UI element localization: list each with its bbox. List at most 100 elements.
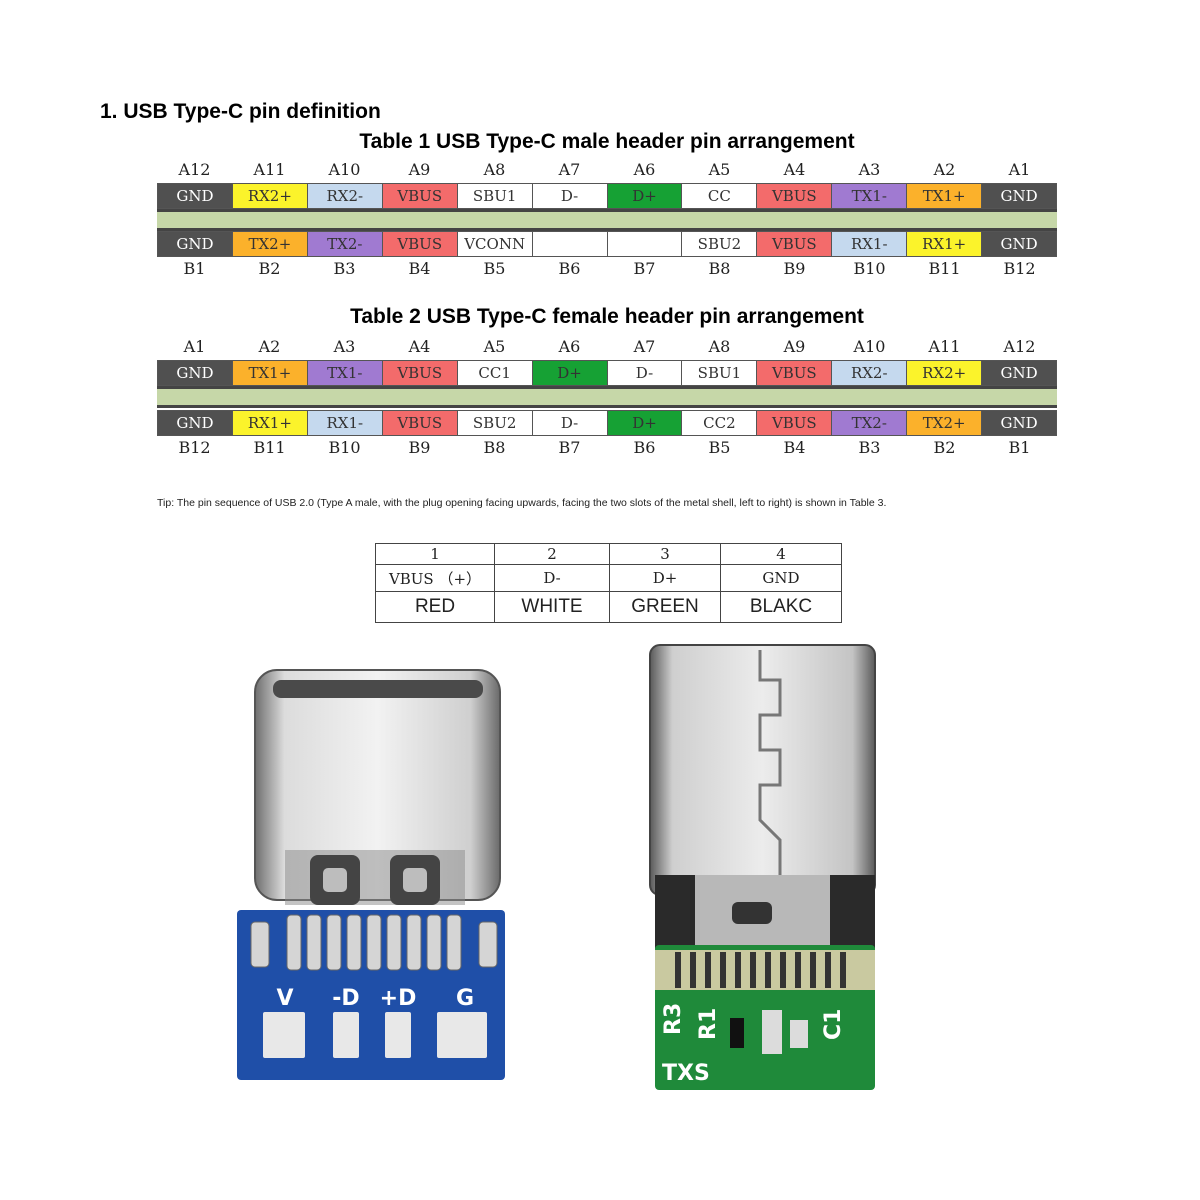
pin-cell <box>607 231 683 257</box>
pin-number-label: A5 <box>483 337 506 356</box>
pin-number-label: B3 <box>858 438 881 457</box>
pin-number-label: A3 <box>333 337 356 356</box>
table3-wire-color: RED <box>375 591 495 623</box>
pin-number-label: B10 <box>328 438 361 457</box>
pin-number-label: B1 <box>1008 438 1031 457</box>
pin-cell: GND <box>157 231 233 257</box>
pin-number-label: B1 <box>183 259 206 278</box>
pin-cell: TX2- <box>307 231 383 257</box>
pin-number-label: A11 <box>253 160 286 179</box>
pin-cell: RX1+ <box>232 410 308 436</box>
pin-number-label: A1 <box>183 337 206 356</box>
silk-r3: R3 <box>661 1003 686 1035</box>
pin-cell: RX2+ <box>232 183 308 209</box>
pin-number-label: A2 <box>258 337 281 356</box>
table3-number: 3 <box>609 543 721 565</box>
table3-wire-color: BLAKC <box>720 591 842 623</box>
pin-number-label: B2 <box>933 438 956 457</box>
pin-cell: CC <box>682 183 758 209</box>
pin-number-label: A12 <box>1003 337 1036 356</box>
pin-cell: SBU1 <box>457 183 533 209</box>
pin-number-label: A11 <box>928 337 961 356</box>
pin-number-label: A9 <box>783 337 806 356</box>
pin-cell: GND <box>982 410 1058 436</box>
pad-minus-d <box>333 1012 359 1058</box>
pin-cell: GND <box>982 360 1058 386</box>
pin-number-label: B6 <box>633 438 656 457</box>
pin-cell: TX2+ <box>232 231 308 257</box>
pin-cell: VBUS <box>757 231 833 257</box>
table3-signal: GND <box>720 564 842 592</box>
pin-cell: VBUS <box>757 410 833 436</box>
table3-signal: VBUS （+） <box>375 564 495 592</box>
usb2-pin-table: 1 2 3 4 VBUS （+） D- D+ GND RED WHITE GRE… <box>375 543 842 623</box>
pin-cell: RX2- <box>832 360 908 386</box>
pin-cell: TX1+ <box>907 183 983 209</box>
table3-number: 4 <box>720 543 842 565</box>
pin-number-label: B7 <box>633 259 656 278</box>
pin-cell: TX1+ <box>232 360 308 386</box>
pin-number-label: B3 <box>333 259 356 278</box>
usb-c-male-plug-photo: R3 R1 C1 TXS <box>649 644 876 1090</box>
pin-cell: SBU2 <box>457 410 533 436</box>
pin-cell: D- <box>532 183 608 209</box>
table2-connector-band <box>157 386 1057 408</box>
silk-c1: C1 <box>821 1009 846 1040</box>
table3-signal: D+ <box>609 564 721 592</box>
pad-label-minus-d: -D <box>332 986 359 1011</box>
pin-number-label: B11 <box>928 259 961 278</box>
pin-cell: RX1+ <box>907 231 983 257</box>
pin-number-label: A5 <box>708 160 731 179</box>
pin-cell: SBU2 <box>682 231 758 257</box>
table2-title: Table 2 USB Type-C female header pin arr… <box>350 305 864 328</box>
pad-plus-d <box>385 1012 411 1058</box>
pin-cell: GND <box>157 360 233 386</box>
pin-cell: VCONN <box>457 231 533 257</box>
pin-cell: VBUS <box>757 360 833 386</box>
section-title: 1. USB Type-C pin definition <box>100 100 381 123</box>
pin-cell: D+ <box>532 360 608 386</box>
table1-title: Table 1 USB Type-C male header pin arran… <box>359 130 855 153</box>
pad-g <box>437 1012 487 1058</box>
pin-number-label: B9 <box>783 259 806 278</box>
pin-number-label: B9 <box>408 438 431 457</box>
table3-number: 2 <box>494 543 610 565</box>
pad-label-v: V <box>276 986 293 1011</box>
pin-number-label: A1 <box>1008 160 1031 179</box>
pin-number-label: B2 <box>258 259 281 278</box>
usb-c-female-breakout-photo: V -D +D G <box>237 669 505 1080</box>
pin-number-label: B5 <box>483 259 506 278</box>
pin-number-label: A8 <box>708 337 731 356</box>
pin-number-label: A6 <box>633 160 656 179</box>
pin-cell: RX1- <box>832 231 908 257</box>
pin-number-label: A6 <box>558 337 581 356</box>
silk-txs: TXS <box>662 1061 710 1086</box>
plug-shell <box>649 644 876 896</box>
table3-wire-color: WHITE <box>494 591 610 623</box>
pin-number-label: B4 <box>408 259 431 278</box>
pin-cell: GND <box>982 231 1058 257</box>
pin-number-label: B5 <box>708 438 731 457</box>
pin-number-label: A8 <box>483 160 506 179</box>
pin-number-label: A3 <box>858 160 881 179</box>
pin-cell: TX2+ <box>907 410 983 436</box>
pin-number-label: A7 <box>558 160 581 179</box>
pin-number-label: A9 <box>408 160 431 179</box>
pin-cell <box>532 231 608 257</box>
pin-number-label: B8 <box>483 438 506 457</box>
pin-cell: RX1- <box>307 410 383 436</box>
table3-wire-color: GREEN <box>609 591 721 623</box>
pin-number-label: A7 <box>633 337 656 356</box>
pin-number-label: B11 <box>253 438 286 457</box>
pin-cell: VBUS <box>382 231 458 257</box>
pin-cell: GND <box>157 183 233 209</box>
pin-cell: TX1- <box>307 360 383 386</box>
